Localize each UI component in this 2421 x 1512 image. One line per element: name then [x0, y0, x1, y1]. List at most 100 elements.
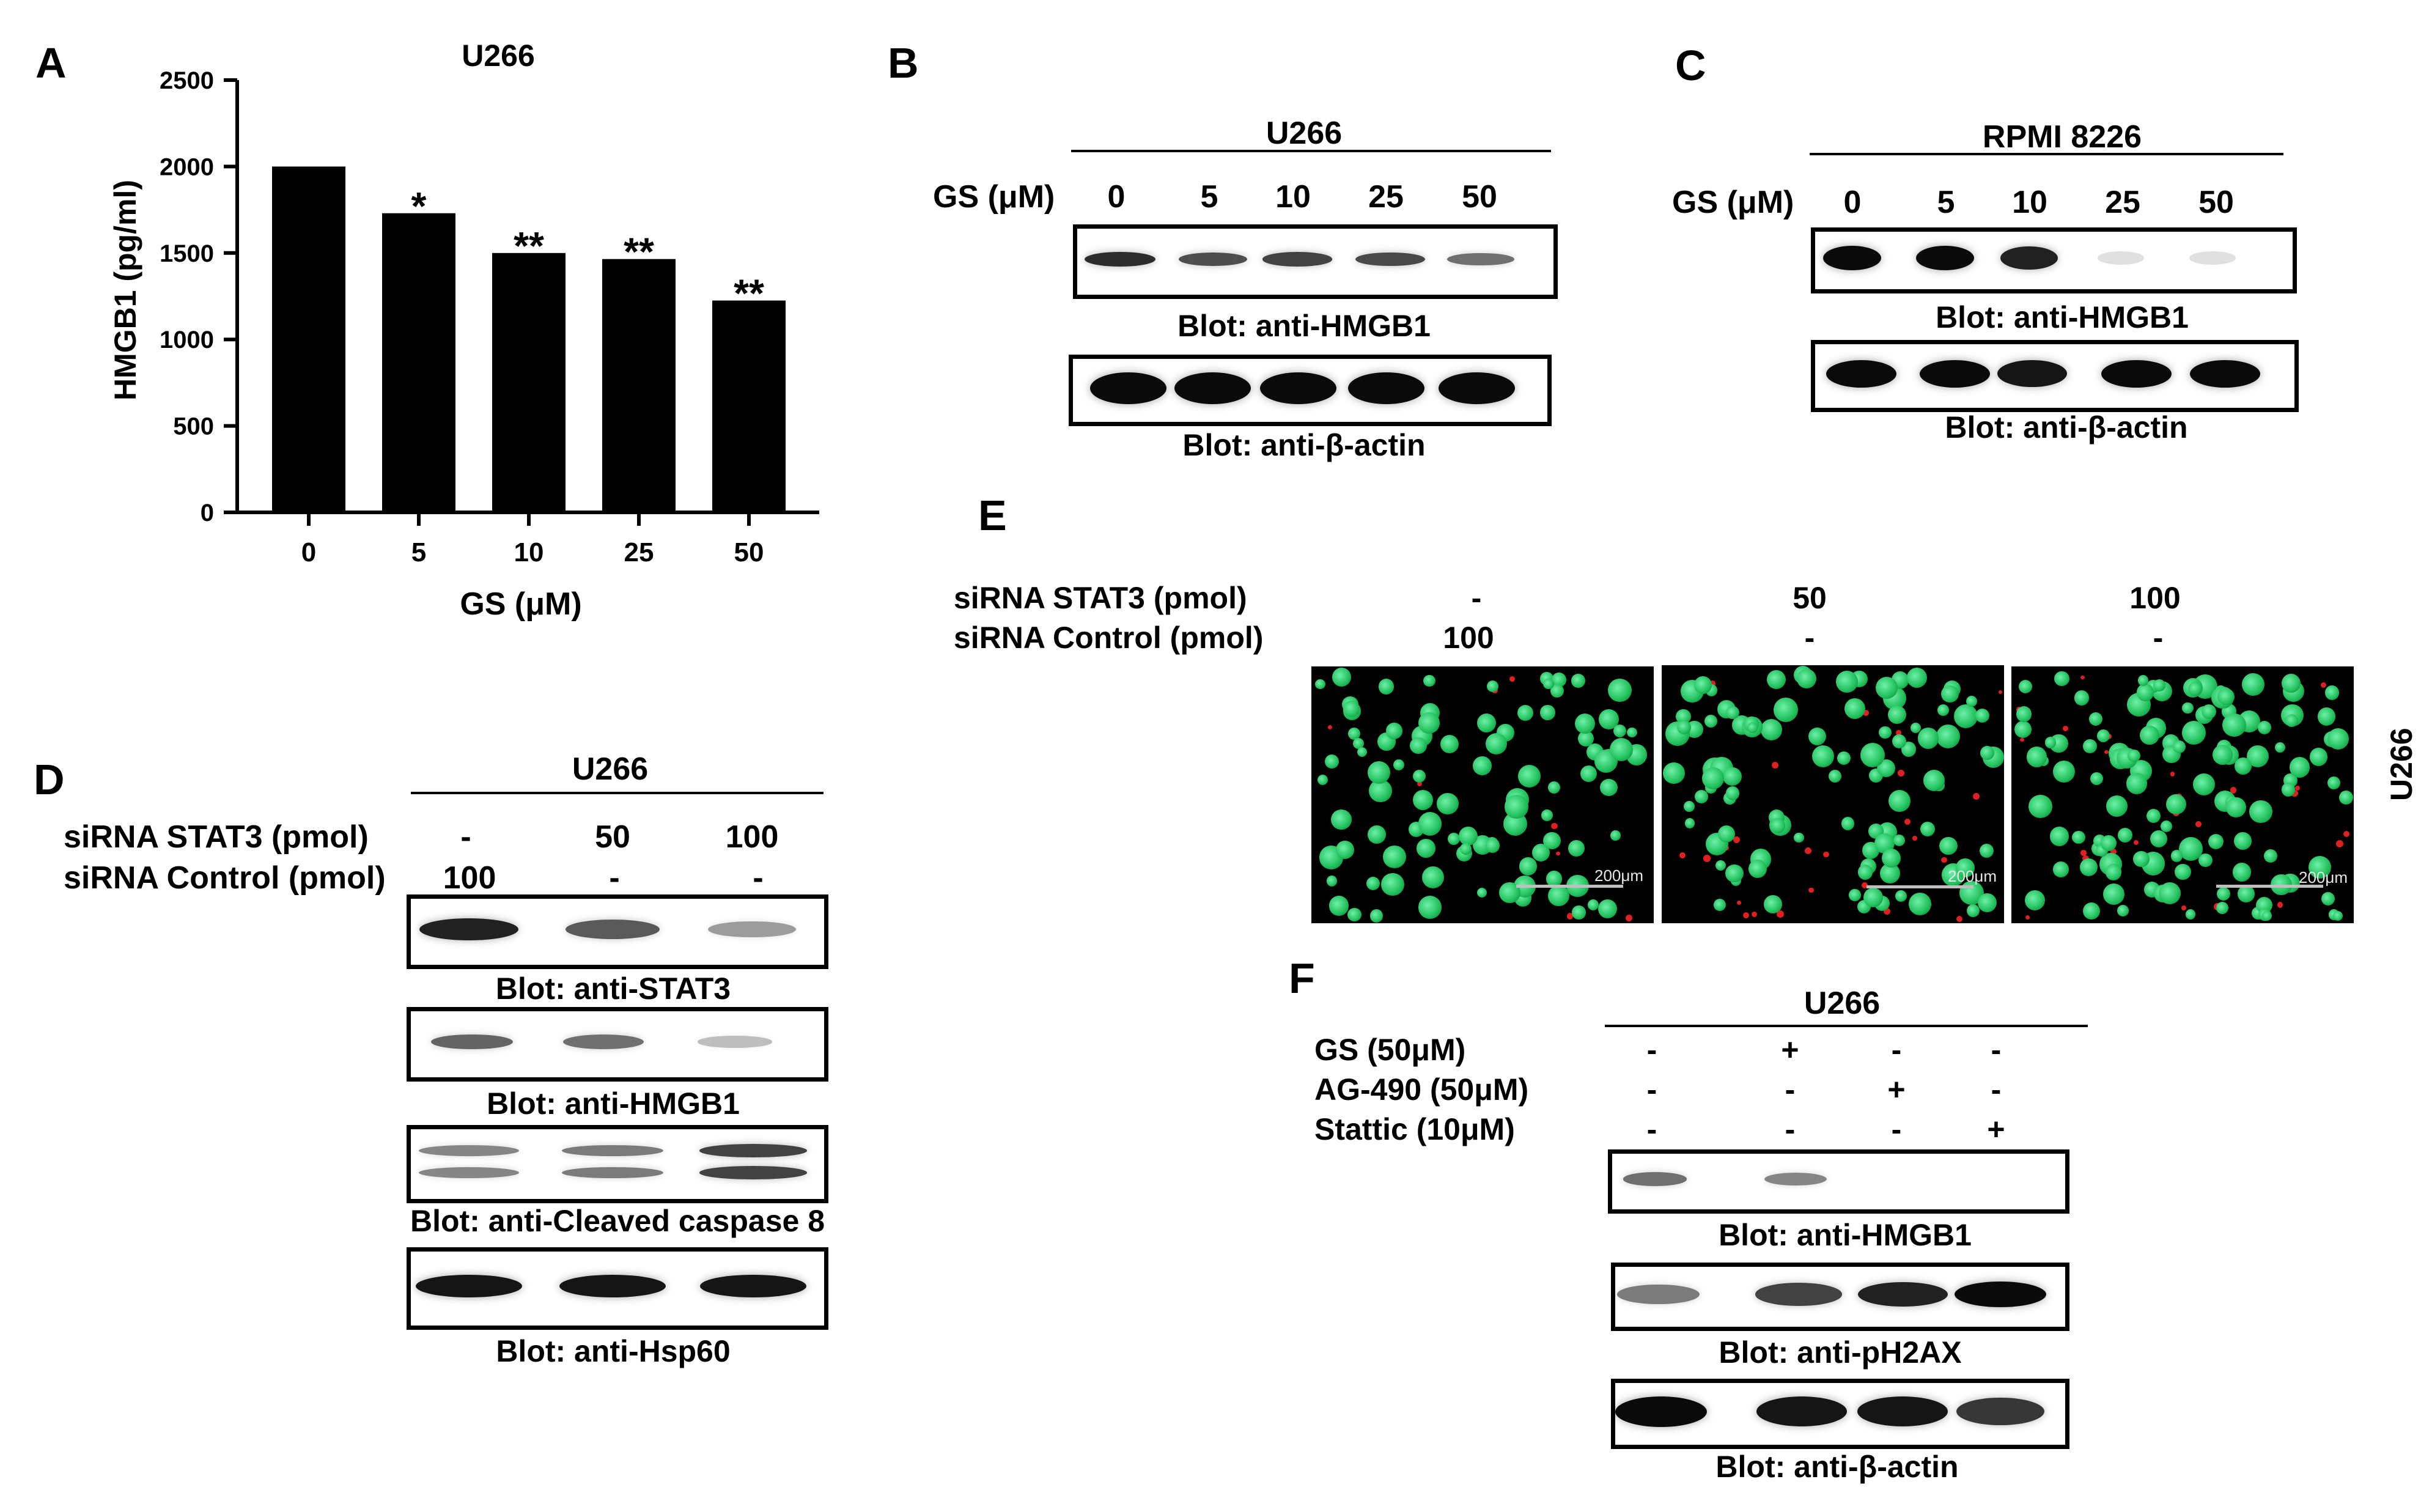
- y-tick-label: 1500: [160, 240, 214, 267]
- live-cell: [2249, 800, 2272, 824]
- scale-bar: [1866, 885, 1973, 888]
- live-cell: [1597, 899, 1618, 919]
- panel-d-row2-val3: -: [753, 860, 764, 896]
- blot-band: [1919, 360, 1990, 388]
- blot-band: [699, 1166, 807, 1179]
- scale-bar: [1516, 885, 1623, 888]
- live-cell: [1423, 674, 1435, 687]
- panel-c-dose-0: 0: [1843, 185, 1862, 220]
- live-cell: [2212, 744, 2233, 765]
- panel-b-dose-5: 5: [1200, 179, 1218, 215]
- panel-e-row2-val3: -: [2153, 621, 2164, 655]
- panel-d-row2-val1: 100: [443, 860, 496, 896]
- blot-band: [1259, 372, 1336, 404]
- live-cell: [1937, 704, 1950, 717]
- live-cell: [1517, 765, 1541, 788]
- dead-cell: [2321, 682, 2327, 688]
- dead-cell: [1896, 730, 1901, 736]
- dead-cell: [2230, 787, 2237, 794]
- panel-f-header-rule: [1605, 1025, 2088, 1027]
- live-cell: [1542, 678, 1554, 690]
- dead-cell: [2181, 905, 2187, 911]
- dead-cell: [1941, 857, 1947, 863]
- live-cell: [2332, 911, 2343, 921]
- blot-band: [1755, 1283, 1843, 1306]
- live-cell: [1841, 817, 1855, 830]
- panel-b-actin-label: Blot: anti-β-actin: [1182, 428, 1426, 462]
- blot-band: [431, 1034, 513, 1050]
- live-cell: [1713, 898, 1726, 911]
- significance-marker: **: [734, 271, 764, 315]
- live-cell: [2090, 772, 2104, 786]
- live-cell: [1369, 909, 1384, 923]
- live-cell: [1383, 845, 1407, 869]
- live-cell: [2159, 882, 2181, 904]
- live-cell: [1543, 832, 1561, 850]
- live-cell: [2182, 702, 2194, 714]
- live-cell: [1541, 809, 1553, 821]
- live-cell: [1367, 761, 1390, 784]
- panel-d-row1-val2: 50: [595, 819, 630, 855]
- live-cell: [1347, 727, 1360, 740]
- dead-cell: [2080, 675, 2085, 680]
- live-cell: [2053, 861, 2069, 877]
- live-cell: [1412, 789, 1433, 811]
- blot-band: [1956, 1397, 2044, 1426]
- dead-cell: [2080, 850, 2087, 856]
- live-cell: [1881, 848, 1901, 868]
- y-axis-label: HMGB1 (pg/ml): [108, 180, 142, 400]
- live-cell: [1747, 722, 1758, 733]
- dead-cell: [2025, 915, 2030, 920]
- blot-band: [2097, 251, 2145, 265]
- panel-b-letter: B: [888, 39, 919, 87]
- live-cell: [2235, 758, 2252, 775]
- live-cell: [2274, 742, 2285, 753]
- panel-e-row1-label: siRNA STAT3 (pmol): [954, 581, 1247, 615]
- live-cell: [1875, 676, 1898, 699]
- panel-c-hmgb1-label: Blot: anti-HMGB1: [1936, 300, 2189, 334]
- blot-band: [1623, 1172, 1687, 1186]
- blot-band: [1955, 1282, 2046, 1307]
- panel-f-r3-c3: -: [1891, 1112, 1902, 1146]
- panel-f-r1-c1: -: [1646, 1033, 1657, 1067]
- panel-c-letter: C: [1675, 42, 1706, 89]
- live-cell: [2338, 790, 2354, 805]
- live-cell: [2282, 783, 2296, 797]
- panel-b-dose-label: GS (μM): [933, 179, 1055, 215]
- live-cell: [1378, 679, 1395, 695]
- live-cell: [1343, 700, 1360, 717]
- dead-cell: [1417, 781, 1423, 787]
- live-cell: [1694, 676, 1712, 694]
- live-cell: [1328, 896, 1349, 916]
- live-cell: [2106, 795, 2128, 817]
- live-cell: [1447, 832, 1460, 845]
- fluorescence-image-stat3-50: 200μm: [1662, 665, 2004, 923]
- panel-f-cell-line: U266: [1804, 986, 1881, 1021]
- dead-cell: [1709, 680, 1716, 687]
- live-cell: [2241, 673, 2265, 696]
- live-cell: [1366, 876, 1380, 891]
- panel-b-cell-line: U266: [1266, 116, 1343, 151]
- dead-cell: [1904, 818, 1911, 825]
- live-cell: [2325, 685, 2340, 700]
- x-tick-label: 10: [514, 537, 544, 567]
- blot-band: [1262, 252, 1332, 267]
- x-tick-label: 0: [301, 537, 316, 567]
- panel-f-r2-c3: +: [1887, 1072, 1906, 1107]
- panel-d-stat3-label: Blot: anti-STAT3: [495, 972, 731, 1006]
- blot-band: [566, 919, 660, 939]
- panel-d-hsp60-label: Blot: anti-Hsp60: [496, 1334, 731, 1368]
- live-cell: [2234, 832, 2252, 850]
- live-cell: [1677, 720, 1692, 734]
- panel-d-row2-val2: -: [609, 860, 620, 896]
- significance-marker: *: [411, 184, 427, 228]
- panel-d-hsp60-blot: [407, 1247, 828, 1330]
- panel-c-actin-label: Blot: anti-β-actin: [1945, 410, 2188, 444]
- dead-cell: [2104, 750, 2109, 754]
- scale-bar: [2216, 885, 2323, 888]
- live-cell: [1486, 733, 1508, 755]
- live-cell: [1860, 743, 1885, 768]
- panel-d-row1-val3: 100: [725, 819, 779, 855]
- live-cell: [2187, 681, 2202, 696]
- live-cell: [2096, 729, 2110, 743]
